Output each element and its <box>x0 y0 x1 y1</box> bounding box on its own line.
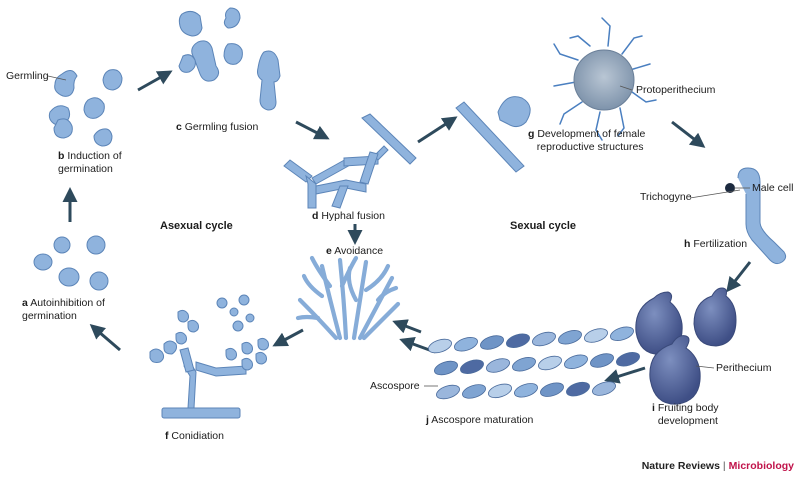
arrow-j-to-e-2 <box>392 319 422 334</box>
trichogyne-label: Trichogyne <box>640 191 692 203</box>
arrow-d-to-g <box>417 116 458 144</box>
arrow-g-to-h <box>671 120 706 148</box>
arrow-b-to-c <box>137 70 173 92</box>
journal-section: Microbiology <box>728 460 794 472</box>
stage-e-avoidance-hyphae <box>295 255 401 341</box>
ascospore <box>592 381 616 396</box>
cycle-arrows <box>62 70 752 384</box>
ascospore <box>616 352 640 367</box>
stage-a-spores <box>33 235 109 291</box>
stage-g-label: g Development of female reproductive str… <box>528 128 646 153</box>
ascospore <box>584 328 608 343</box>
ascospore <box>610 326 634 341</box>
stage-c-germling-fusion <box>178 7 281 111</box>
stage-b-germlings <box>48 69 123 147</box>
stage-d-label: d Hyphal fusion <box>312 210 385 222</box>
ascospore <box>590 353 614 368</box>
ascospore <box>454 337 478 352</box>
journal-name: Nature Reviews <box>641 460 720 472</box>
stage-f-conidiation <box>149 294 269 419</box>
ascospore-label: Ascospore <box>370 380 420 392</box>
ascospore <box>506 333 530 348</box>
ascospore <box>538 355 562 371</box>
ascospore <box>532 331 556 347</box>
ascospore <box>566 381 590 397</box>
stage-j-label: j Ascospore maturation <box>426 414 534 426</box>
stage-h-label: h Fertilization <box>684 238 748 250</box>
sexual-cycle-label: Sexual cycle <box>510 220 577 232</box>
arrow-h-to-i <box>726 261 752 293</box>
stage-f-label: f Conidiation <box>165 430 224 442</box>
male-cell-label: Male cell <box>752 182 794 194</box>
ascospore <box>460 359 484 374</box>
stage-j-ascospores <box>428 326 640 400</box>
stage-e-label: e Avoidance <box>326 245 384 257</box>
perithecium-label: Perithecium <box>716 362 772 374</box>
credit-separator: | <box>722 460 726 472</box>
stage-i-perithecia <box>635 287 737 405</box>
ascospore <box>436 384 460 400</box>
ascospore <box>514 383 538 398</box>
germling-label: Germling <box>6 70 49 82</box>
stage-c-label: c Germling fusion <box>176 121 259 133</box>
journal-credit: Nature Reviews|Microbiology <box>642 460 794 472</box>
arrow-f-to-a <box>89 324 121 352</box>
ascospore <box>540 382 564 397</box>
ascospore <box>488 383 512 399</box>
arrow-e-to-f <box>272 328 304 347</box>
arrow-c-to-d <box>295 120 330 140</box>
ascospore <box>434 360 458 376</box>
stage-i-label: i Fruiting body development <box>652 402 719 427</box>
ascospore <box>564 354 588 369</box>
ascospore <box>428 338 452 354</box>
arrow-i-to-j <box>604 366 646 384</box>
asexual-cycle-label: Asexual cycle <box>160 220 233 232</box>
protoperithecium-label: Protoperithecium <box>636 84 716 96</box>
ascospore <box>512 357 536 372</box>
ascospore <box>558 330 582 345</box>
ascospore <box>486 358 510 373</box>
ascospore <box>480 335 504 350</box>
stage-g-protoperithecium <box>553 17 657 141</box>
stage-g-hypha <box>455 96 531 173</box>
ascospore <box>462 384 486 399</box>
stage-d-hyphal-network <box>283 113 417 209</box>
